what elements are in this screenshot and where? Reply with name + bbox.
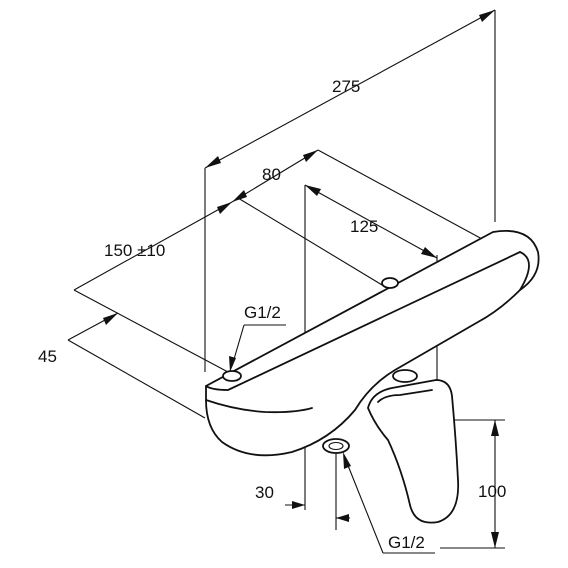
faucet-body: [205, 230, 540, 457]
dim-45-label: 45: [38, 347, 57, 366]
dim-80-label: 80: [262, 165, 281, 184]
middle-connection-nub: [381, 277, 399, 289]
dim-275-label: 275: [332, 77, 360, 96]
dimension-labels: 275 80 125 150 ±10 45 30 100 G1/2 G1/2: [38, 77, 506, 552]
faucet-handle: [367, 369, 460, 524]
dim-30-label: 30: [255, 483, 274, 502]
top-connection-nub: [222, 370, 242, 382]
dim-125-label: 125: [350, 217, 378, 236]
thread-bottom-label: G1/2: [388, 533, 425, 552]
dim-100-label: 100: [478, 482, 506, 501]
thread-leaders: [229, 324, 435, 554]
dimension-lines: [67, 9, 499, 548]
thread-top-label: G1/2: [244, 303, 281, 322]
dim-150-label: 150 ±10: [104, 241, 165, 260]
bottom-outlet: [322, 438, 350, 454]
